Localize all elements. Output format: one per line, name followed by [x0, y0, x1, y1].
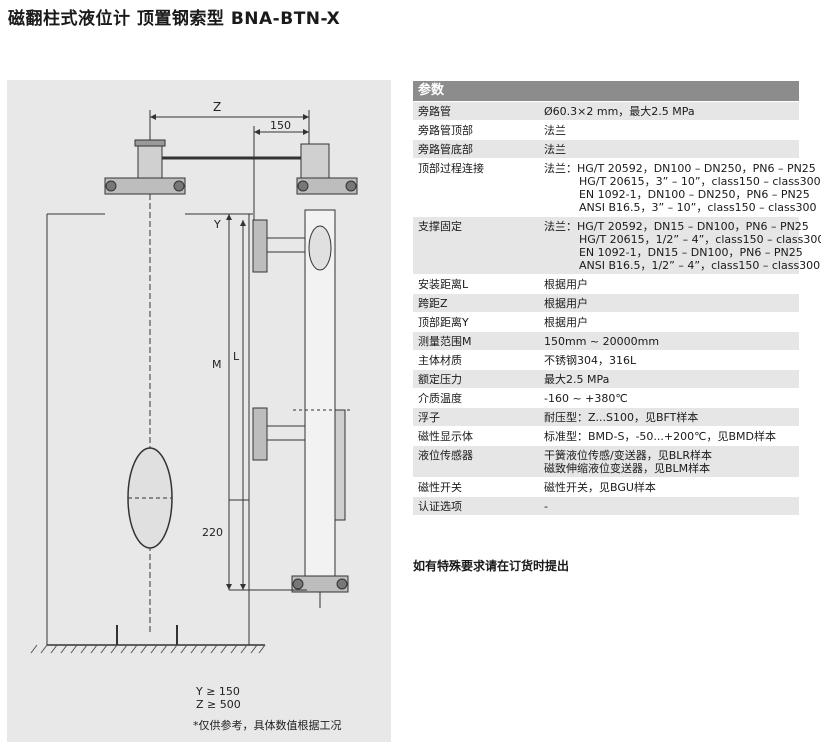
dim-z-label: Z	[213, 100, 221, 114]
spec-row: 磁性显示体 标准型：BMD-S，-50...+200℃，见BMD样本	[413, 427, 799, 446]
spec-row: 顶部距离Y 根据用户	[413, 313, 799, 332]
spec-value: Ø60.3×2 mm，最大2.5 MPa	[544, 105, 695, 118]
note-z: Z ≥ 500	[196, 698, 241, 711]
spec-key: 浮子	[418, 411, 440, 424]
spec-key: 旁路管底部	[418, 143, 473, 156]
spec-value: 干簧液位传感/变送器，见BLR样本 磁致伸缩液位变送器，见BLM样本	[544, 449, 713, 475]
spec-key: 旁路管	[418, 105, 451, 118]
spec-row: 液位传感器 干簧液位传感/变送器，见BLR样本 磁致伸缩液位变送器，见BLM样本	[413, 446, 799, 478]
dim-l-label: L	[233, 350, 240, 363]
spec-value: 法兰：HG/T 20592，DN100 – DN250，PN6 – PN25 H…	[544, 162, 821, 214]
spec-table-header: 参数	[413, 81, 799, 101]
spec-key: 额定压力	[418, 373, 462, 386]
spec-row: 介质温度 -160 ~ +380℃	[413, 389, 799, 408]
spec-key: 认证选项	[418, 500, 462, 513]
dim-y-label: Y	[213, 218, 221, 231]
spec-value: -	[544, 500, 548, 513]
spec-value: 耐压型：Z...S100，见BFT样本	[544, 411, 699, 424]
drawing-notes: Y ≥ 150 Z ≥ 500	[196, 685, 241, 711]
spec-row: 旁路管 Ø60.3×2 mm，最大2.5 MPa	[413, 102, 799, 121]
drawing-footnote: *仅供参考，具体数值根据工况	[193, 719, 342, 732]
spec-value: 最大2.5 MPa	[544, 373, 610, 386]
spec-value: 磁性开关，见BGU样本	[544, 481, 656, 494]
spec-value: 根据用户	[544, 316, 588, 329]
spec-value: 150mm ~ 20000mm	[544, 335, 660, 348]
spec-value: -160 ~ +380℃	[544, 392, 628, 405]
spec-value: 法兰	[544, 124, 566, 137]
drawing-svg: Z 150 Y M L 220	[30, 100, 358, 654]
dim-150-label: 150	[270, 119, 291, 132]
spec-key: 支撑固定	[418, 220, 462, 233]
spec-row: 认证选项 -	[413, 497, 799, 516]
spec-key: 主体材质	[418, 354, 462, 367]
spec-key: 顶部过程连接	[418, 162, 484, 175]
spec-row: 测量范围M 150mm ~ 20000mm	[413, 332, 799, 351]
spec-value: 根据用户	[544, 297, 588, 310]
spec-value: 不锈钢304，316L	[544, 354, 637, 367]
dim-220-label: 220	[202, 526, 223, 539]
spec-value: 标准型：BMD-S，-50...+200℃，见BMD样本	[544, 430, 776, 443]
dim-m-label: M	[212, 358, 222, 371]
spec-key: 磁性开关	[418, 481, 462, 494]
spec-key: 安装距离L	[418, 278, 469, 291]
spec-row: 磁性开关 磁性开关，见BGU样本	[413, 478, 799, 497]
order-note: 如有特殊要求请在订货时提出	[413, 559, 570, 573]
spec-value: 法兰	[544, 143, 566, 156]
technical-drawing: Z 150 Y M L 220	[7, 80, 391, 742]
spec-key: 旁路管顶部	[418, 124, 473, 137]
spec-row: 主体材质 不锈钢304，316L	[413, 351, 799, 370]
spec-row: 额定压力 最大2.5 MPa	[413, 370, 799, 389]
spec-value: 根据用户	[544, 278, 588, 291]
spec-row: 浮子 耐压型：Z...S100，见BFT样本	[413, 408, 799, 427]
spec-row: 旁路管底部 法兰	[413, 140, 799, 159]
spec-key: 顶部距离Y	[418, 316, 469, 329]
spec-row: 支撑固定 法兰：HG/T 20592，DN15 – DN100，PN6 – PN2…	[413, 217, 821, 275]
spec-key: 磁性显示体	[418, 430, 473, 443]
spec-key: 液位传感器	[418, 449, 473, 462]
spec-row: 安装距离L 根据用户	[413, 275, 799, 294]
spec-key: 介质温度	[418, 392, 462, 405]
spec-row: 跨距Z 根据用户	[413, 294, 799, 313]
spec-key: 跨距Z	[418, 297, 448, 310]
page-title: 磁翻柱式液位计 顶置钢索型 BNA-BTN-X	[8, 9, 341, 29]
spec-row: 顶部过程连接 法兰：HG/T 20592，DN100 – DN250，PN6 – …	[413, 159, 821, 217]
note-y: Y ≥ 150	[196, 685, 240, 698]
spec-row: 旁路管顶部 法兰	[413, 121, 799, 140]
spec-value: 法兰：HG/T 20592，DN15 – DN100，PN6 – PN25 HG…	[544, 220, 821, 272]
spec-key: 测量范围M	[418, 335, 472, 348]
